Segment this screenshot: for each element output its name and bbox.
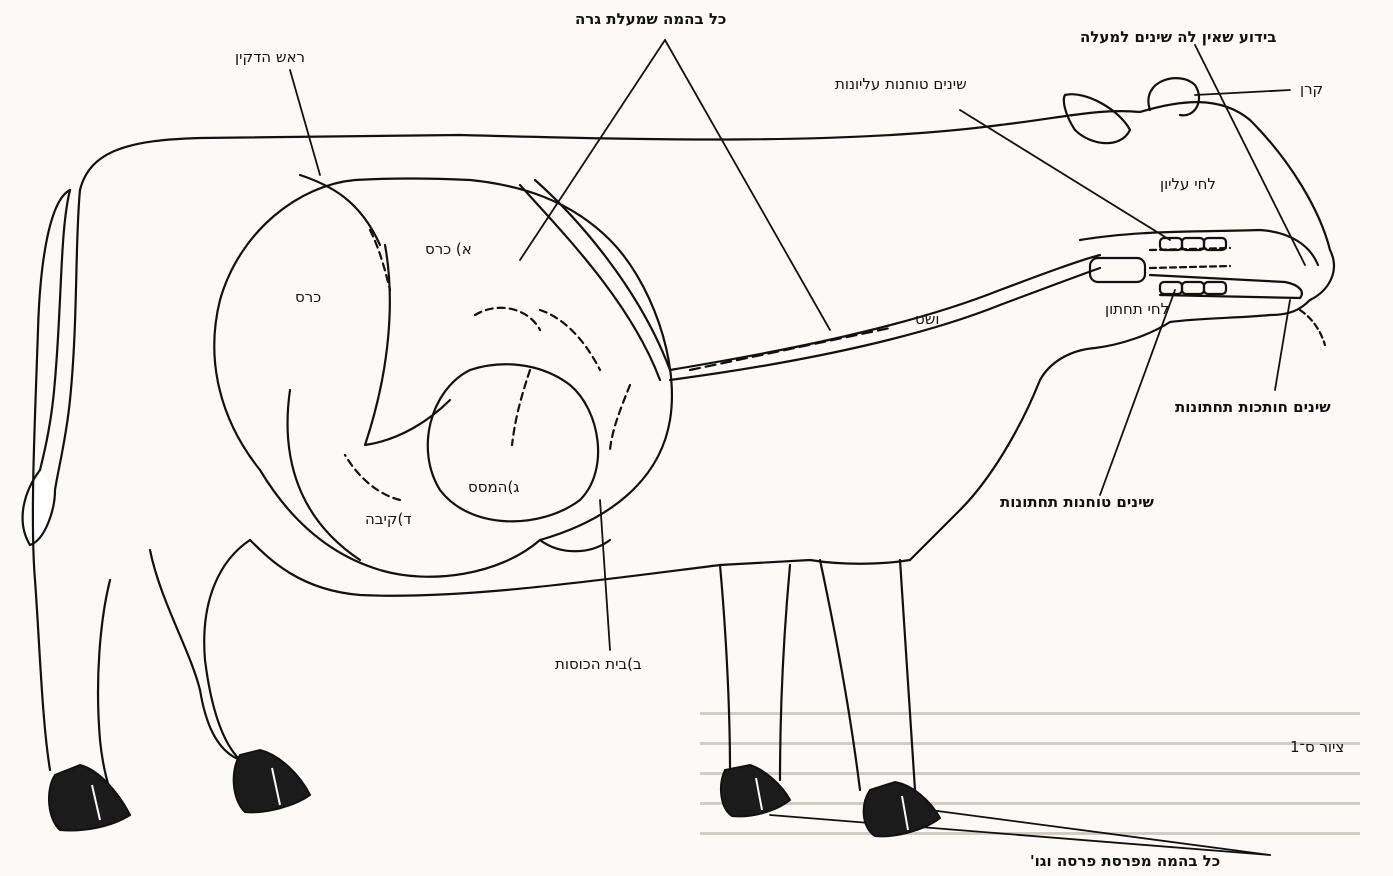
pointer-ruminant-b (665, 40, 830, 330)
flow-arrow (610, 385, 630, 450)
pointer-upper-molars (960, 110, 1170, 240)
label-split-hoof: כל בהמה מפרסת פרסה וגו' (1030, 852, 1220, 870)
label-abomasum: ד)קיבה (365, 510, 412, 528)
label-ruminant-all: כל בהמה שמעלת גרה (575, 10, 726, 28)
cow-front-leg-2 (820, 560, 860, 790)
esophagus-wall-left (535, 180, 670, 370)
lower-molars-row (1160, 282, 1226, 294)
cow-mouth-upper (1080, 230, 1318, 265)
cow-hind-leg-far-back (98, 580, 110, 790)
small-intestine-start (300, 175, 380, 245)
reticulum-wall (540, 540, 610, 551)
label-omasum: ג)המסס (468, 478, 520, 496)
esophagus-upper (670, 255, 1100, 370)
flow-arrow (512, 370, 530, 445)
label-upper-jaw: לחי עליון (1160, 175, 1216, 193)
label-lower-molars: שינים טוחנות תחתונות (1000, 493, 1154, 511)
rumen-inner-wall (365, 245, 450, 445)
cow-jaw-lower (1040, 322, 1170, 380)
label-no-upper-teeth: בידוע שאין לה שינים למעלה (1080, 28, 1276, 46)
label-small-intestine-head: ראש הדקין (235, 48, 305, 66)
label-rumen-a: א) כרס (425, 240, 472, 258)
hoof-hind-left (49, 765, 130, 830)
label-lower-jaw: לחי תחתון (1105, 300, 1169, 318)
flow-arrow (475, 308, 540, 330)
cow-front-leg-2b (900, 560, 915, 790)
label-reticulum: ב)בית הכוסות (555, 655, 642, 673)
cow-front-leg-1 (720, 565, 730, 770)
esophagus-lower (670, 268, 1100, 380)
cow-front-leg-1b (780, 565, 790, 780)
cow-neck-underside (910, 380, 1040, 560)
pointer-ruminant-a (520, 40, 665, 260)
label-horn: קרן (1300, 80, 1323, 98)
cow-head-top (1140, 102, 1334, 300)
label-upper-molars: שינים טוחנות עליונות (835, 75, 967, 93)
cow-belly (250, 540, 910, 596)
flow-arrow (690, 328, 890, 370)
hoof-hind-right (234, 750, 310, 812)
rumen-outline (214, 179, 672, 577)
cow-hind-leg-far (33, 330, 50, 770)
pointer-small-intestine (290, 70, 320, 175)
flow-arrow (540, 310, 600, 370)
pointer-lower-molars (1100, 290, 1175, 495)
cow-ear (1064, 94, 1130, 143)
pointer-reticulum (600, 500, 610, 650)
cow-hind-leg-back (150, 550, 240, 760)
pointer-horn (1195, 90, 1290, 95)
cow-horn (1148, 78, 1199, 115)
label-lower-incisors: שינים חותכות תחתונות (1175, 398, 1331, 416)
label-rumen: כרס (295, 288, 321, 306)
pointer-hoof-b (770, 815, 1270, 855)
figure-caption: ציור ס־1 (1290, 738, 1344, 756)
cow-tail-tuft (23, 470, 55, 545)
flow-arrow (1300, 310, 1325, 345)
tongue-roll (1090, 258, 1145, 282)
flow-arrow (1150, 266, 1230, 268)
label-esophagus: ושט (915, 310, 939, 328)
rumen-sac-wall (288, 390, 360, 560)
flow-arrow (345, 455, 400, 500)
